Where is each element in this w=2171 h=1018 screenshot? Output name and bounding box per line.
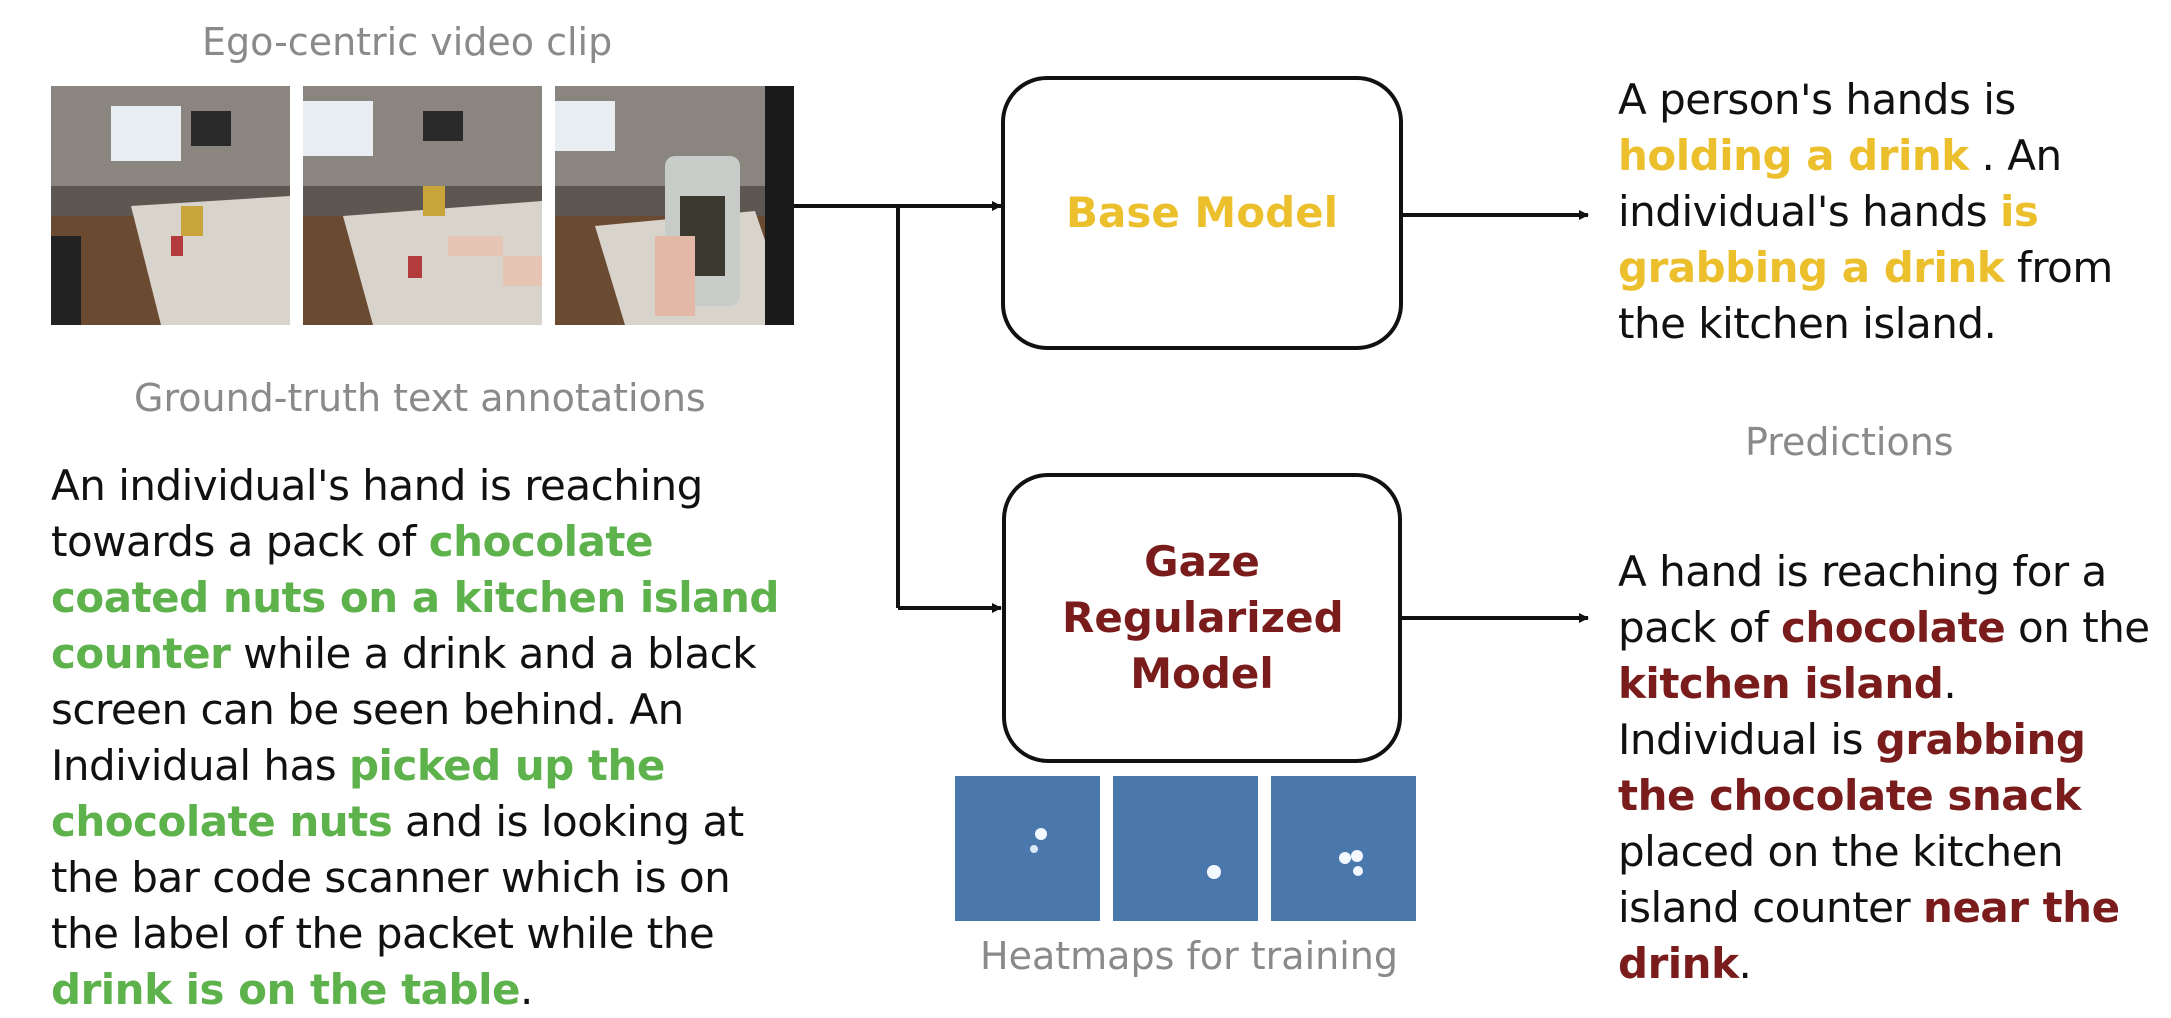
text-segment: A person's hands is <box>1618 75 2016 124</box>
gaze-model-prediction: A hand is reaching for a pack of chocola… <box>1618 544 2158 992</box>
highlighted-phrase: near the drink <box>1618 883 2120 988</box>
highlighted-phrase: kitchen island <box>1618 659 1944 708</box>
ground-truth-label: Ground-truth text annotations <box>134 376 706 420</box>
video-frame-3 <box>555 86 794 325</box>
heatmap-1 <box>955 776 1100 921</box>
text-segment: An individual's hand is reaching towards… <box>51 461 703 566</box>
gaze-model-label: Gaze Regularized Model <box>1062 537 1344 698</box>
text-segment: from the kitchen island. <box>1618 243 2113 348</box>
text-segment: . Individual is <box>1618 659 1957 764</box>
highlighted-phrase: is grabbing a drink <box>1618 187 2039 292</box>
text-segment: . <box>1738 939 1752 988</box>
highlighted-phrase: holding a drink <box>1618 131 1969 180</box>
highlighted-phrase: picked up the chocolate nuts <box>51 741 665 846</box>
base-model-label: Base Model <box>1065 188 1339 237</box>
highlighted-phrase: chocolate coated nuts on a kitchen islan… <box>51 517 780 678</box>
text-segment: placed on the kitchen island counter <box>1618 827 2064 932</box>
text-segment: . <box>519 965 533 1014</box>
gaze-model-box: Gaze Regularized Model <box>1002 473 1402 763</box>
text-segment: on the <box>2005 603 2150 652</box>
video-frame-2 <box>303 86 542 325</box>
text-segment: and is looking at the bar code scanner w… <box>51 797 744 958</box>
heatmap-3 <box>1271 776 1416 921</box>
video-frame-1 <box>51 86 290 325</box>
base-model-prediction: A person's hands is holding a drink . An… <box>1618 72 2138 352</box>
highlighted-phrase: grabbing the chocolate snack <box>1618 715 2086 820</box>
highlighted-phrase: drink is on the table <box>51 965 520 1014</box>
text-segment: . An individual's hands <box>1618 131 2062 236</box>
text-segment: A hand is reaching for a pack of <box>1618 547 2107 652</box>
text-segment: while a drink and a black screen can be … <box>51 629 757 790</box>
predictions-label: Predictions <box>1745 420 1954 464</box>
ground-truth-text: An individual's hand is reaching towards… <box>51 458 791 1018</box>
highlighted-phrase: chocolate <box>1781 603 2006 652</box>
base-model-box: Base Model <box>1001 76 1403 350</box>
heatmap-2 <box>1113 776 1258 921</box>
video-clip-label: Ego-centric video clip <box>202 20 613 64</box>
heatmaps-label: Heatmaps for training <box>980 934 1398 978</box>
